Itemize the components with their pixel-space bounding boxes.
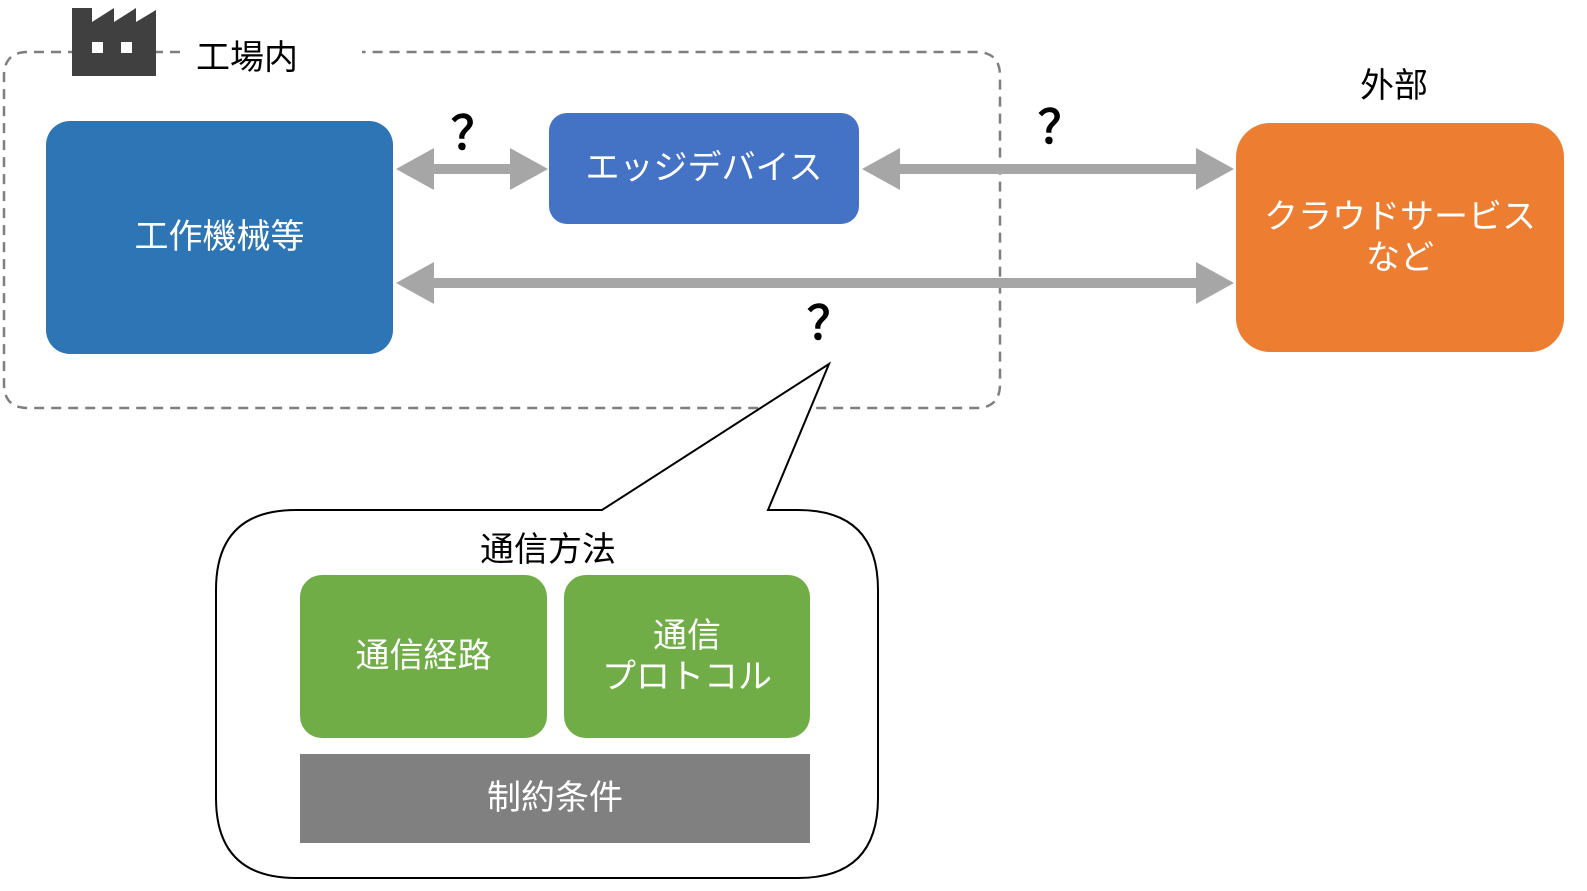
- communication-protocol-label-line1: 通信: [653, 615, 721, 656]
- communication-route-label: 通信経路: [355, 636, 492, 677]
- question-mark-machine-edge: ？: [451, 106, 497, 160]
- arrow-edge-cloud: [862, 148, 1234, 190]
- question-mark-machine-cloud: ？: [807, 296, 853, 350]
- factory-label: 工場内: [196, 38, 298, 78]
- communication-protocol-box: 通信 プロトコル: [564, 575, 810, 738]
- question-mark-edge-cloud: ？: [1038, 100, 1084, 154]
- arrow-machine-edge: [396, 148, 548, 190]
- constraints-label: 制約条件: [487, 778, 623, 819]
- constraints-box: 制約条件: [300, 754, 810, 843]
- edge-device-label: エッジデバイス: [585, 148, 823, 189]
- factory-boundary: [2, 50, 1002, 410]
- outside-label: 外部: [1360, 66, 1428, 106]
- edge-device-box: エッジデバイス: [549, 113, 859, 224]
- arrow-machine-cloud: [396, 262, 1234, 304]
- communication-route-box: 通信経路: [300, 575, 547, 738]
- factory-icon: [72, 8, 156, 76]
- cloud-service-box: クラウドサービス など: [1236, 123, 1564, 352]
- cloud-service-label: クラウドサービス: [1264, 196, 1536, 237]
- machine-tools-label: 工作機械等: [134, 217, 305, 258]
- machine-tools-box: 工作機械等: [46, 121, 393, 354]
- cloud-service-suffix: など: [1366, 237, 1434, 278]
- callout-bubble: [215, 361, 879, 879]
- communication-method-title: 通信方法: [480, 530, 616, 570]
- communication-protocol-label-line2: プロトコル: [602, 656, 772, 697]
